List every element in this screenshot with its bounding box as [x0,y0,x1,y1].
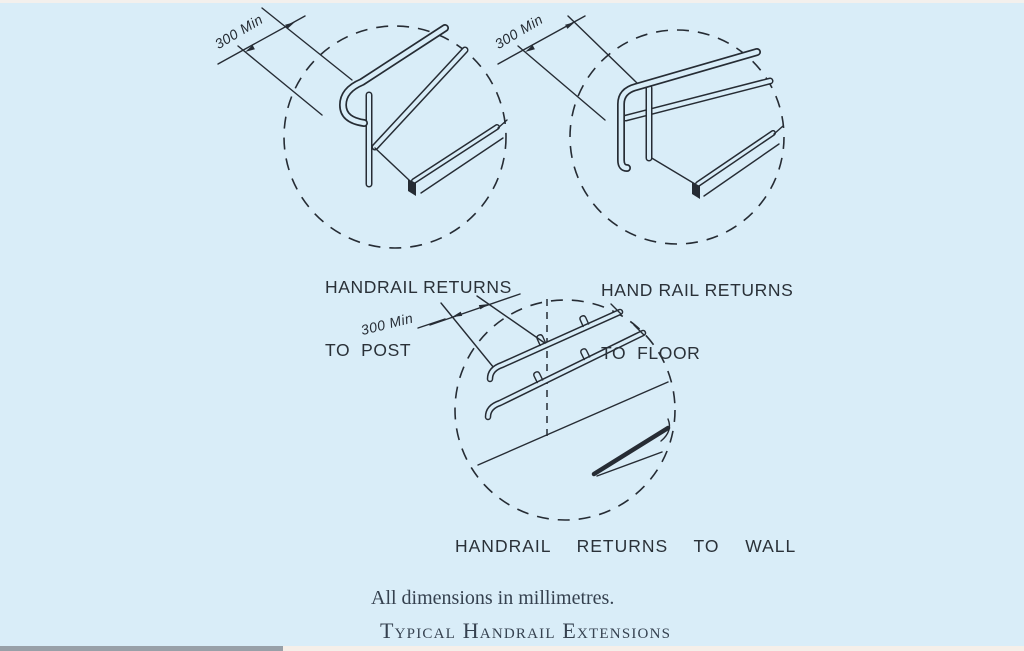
diagram-handrail-returns-to-wall [417,293,676,521]
rail-bracket [579,315,590,328]
caption-returns-to-floor: HAND RAIL RETURNS TO FLOOR [601,238,793,406]
detail-circle-post [283,25,507,249]
sheet-bottom-edge-light [283,646,1024,651]
sheet-top-edge [0,0,1024,3]
blade-tip-flourish [660,418,671,442]
dimension-arrow [525,45,535,52]
caption-line: TO POST [325,340,412,360]
rail-end-tick [610,303,622,315]
rail-end-tick [633,324,645,336]
dimension-arrow [285,22,295,29]
sheet-bottom-edge-gray [0,646,283,651]
wall-edge-blade [591,425,671,477]
dimension-line [429,293,521,326]
post-detail-linework [339,24,508,196]
rail-bracket [536,334,547,347]
page-title: Typical Handrail Extensions [380,618,672,643]
diagram-handrail-returns-to-post [217,7,508,249]
floor-line [477,381,669,466]
rail-bracket [580,348,591,361]
extension-line [440,302,495,369]
extension-line [517,45,606,121]
caption-line: HAND RAIL RETURNS [601,280,794,300]
caption-line: TO FLOOR [601,343,701,363]
rail-bracket [533,371,544,384]
caption-line: HANDRAIL RETURNS [325,277,512,297]
wall-edge-underline [596,451,663,477]
caption-returns-to-post: HANDRAIL RETURNS TO POST [325,235,512,403]
units-note: All dimensions in millimetres. [371,587,615,609]
step-end-cap [692,182,700,199]
dimension-arrow [478,304,489,310]
dimension-arrow [565,22,575,29]
detail-circle-floor [569,29,785,245]
floor-detail-linework [617,48,784,199]
extension-line [567,15,638,84]
detail-circle-wall [454,299,676,521]
dimension-leader [417,318,446,329]
diagram-handrail-returns-to-floor [497,15,785,245]
extension-line [261,7,353,81]
caption-returns-to-wall: HANDRAIL RETURNS TO WALL [455,536,797,556]
step-end-cap [408,179,416,196]
dimension-arrow [245,45,255,52]
extension-line [237,45,323,116]
wall-detail-linework [484,303,647,421]
dimension-arrow [452,311,463,317]
